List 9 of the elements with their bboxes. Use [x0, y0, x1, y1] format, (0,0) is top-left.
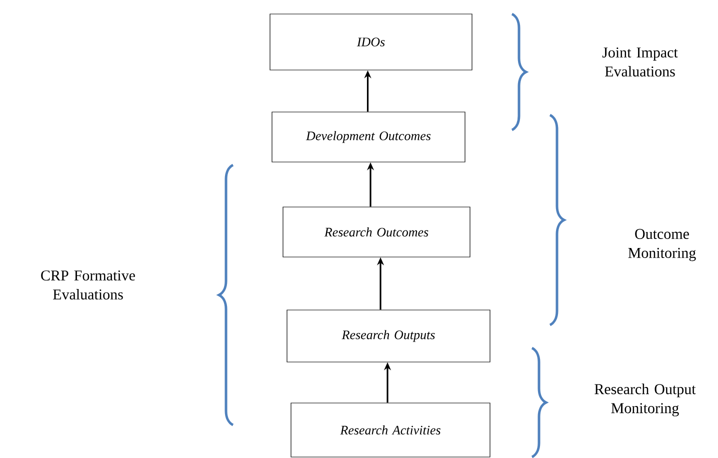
- brace-label: Joint Impact Evaluations: [602, 47, 678, 77]
- process-box: IDOs: [270, 14, 472, 70]
- brace-label: Research Output Monitoring: [594, 384, 696, 416]
- brace-label: Outcome Monitoring: [628, 228, 696, 262]
- process-box: Research Outputs: [286, 310, 490, 362]
- process-box: Research Activities: [290, 402, 490, 458]
- process-box: Research Outcomes: [282, 206, 470, 258]
- brace-label: CRP Formative Evaluations: [41, 270, 135, 300]
- process-box: Development Outcomes: [272, 112, 466, 162]
